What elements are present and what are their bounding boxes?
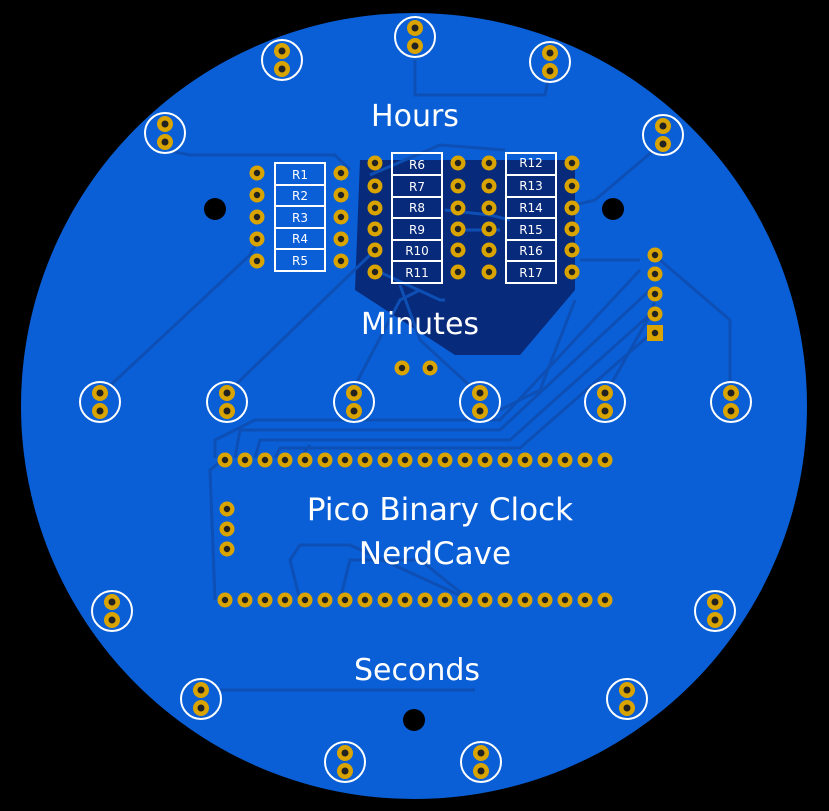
resistor-label: R8: [409, 201, 425, 215]
resistor-label: R9: [409, 223, 425, 237]
resistor-label: R3: [292, 211, 308, 225]
resistor-label: R10: [405, 244, 429, 258]
resistor-label: R6: [409, 158, 425, 172]
resistor-label: R2: [292, 189, 308, 203]
resistor-labels: R1 R2 R3 R4 R5 R6 R7 R8 R9 R10 R11 R12 R…: [292, 156, 543, 280]
copper-pour: [355, 160, 575, 355]
resistor-label: R1: [292, 168, 308, 182]
mounting-hole: [403, 709, 425, 731]
mounting-hole: [204, 198, 226, 220]
resistor-label: R13: [519, 179, 543, 193]
resistor-label: R14: [519, 201, 543, 215]
resistor-label: R12: [519, 156, 543, 170]
minutes-label: Minutes: [361, 307, 479, 342]
resistor-label: R5: [292, 254, 308, 268]
resistor-label: R15: [519, 223, 543, 237]
seconds-label: Seconds: [354, 653, 480, 688]
board-title: Pico Binary Clock: [307, 492, 573, 528]
resistor-label: R17: [519, 266, 543, 280]
board-author: NerdCave: [359, 536, 511, 572]
traces: [98, 60, 732, 692]
resistor-label: R4: [292, 232, 308, 246]
resistor-label: R7: [409, 180, 425, 194]
resistor-label: R11: [405, 266, 429, 280]
rtc-header: [647, 247, 663, 341]
resistor-outlines: [274, 152, 557, 284]
hours-label: Hours: [371, 99, 459, 134]
mounting-hole: [602, 198, 624, 220]
resistor-label: R16: [519, 244, 543, 258]
